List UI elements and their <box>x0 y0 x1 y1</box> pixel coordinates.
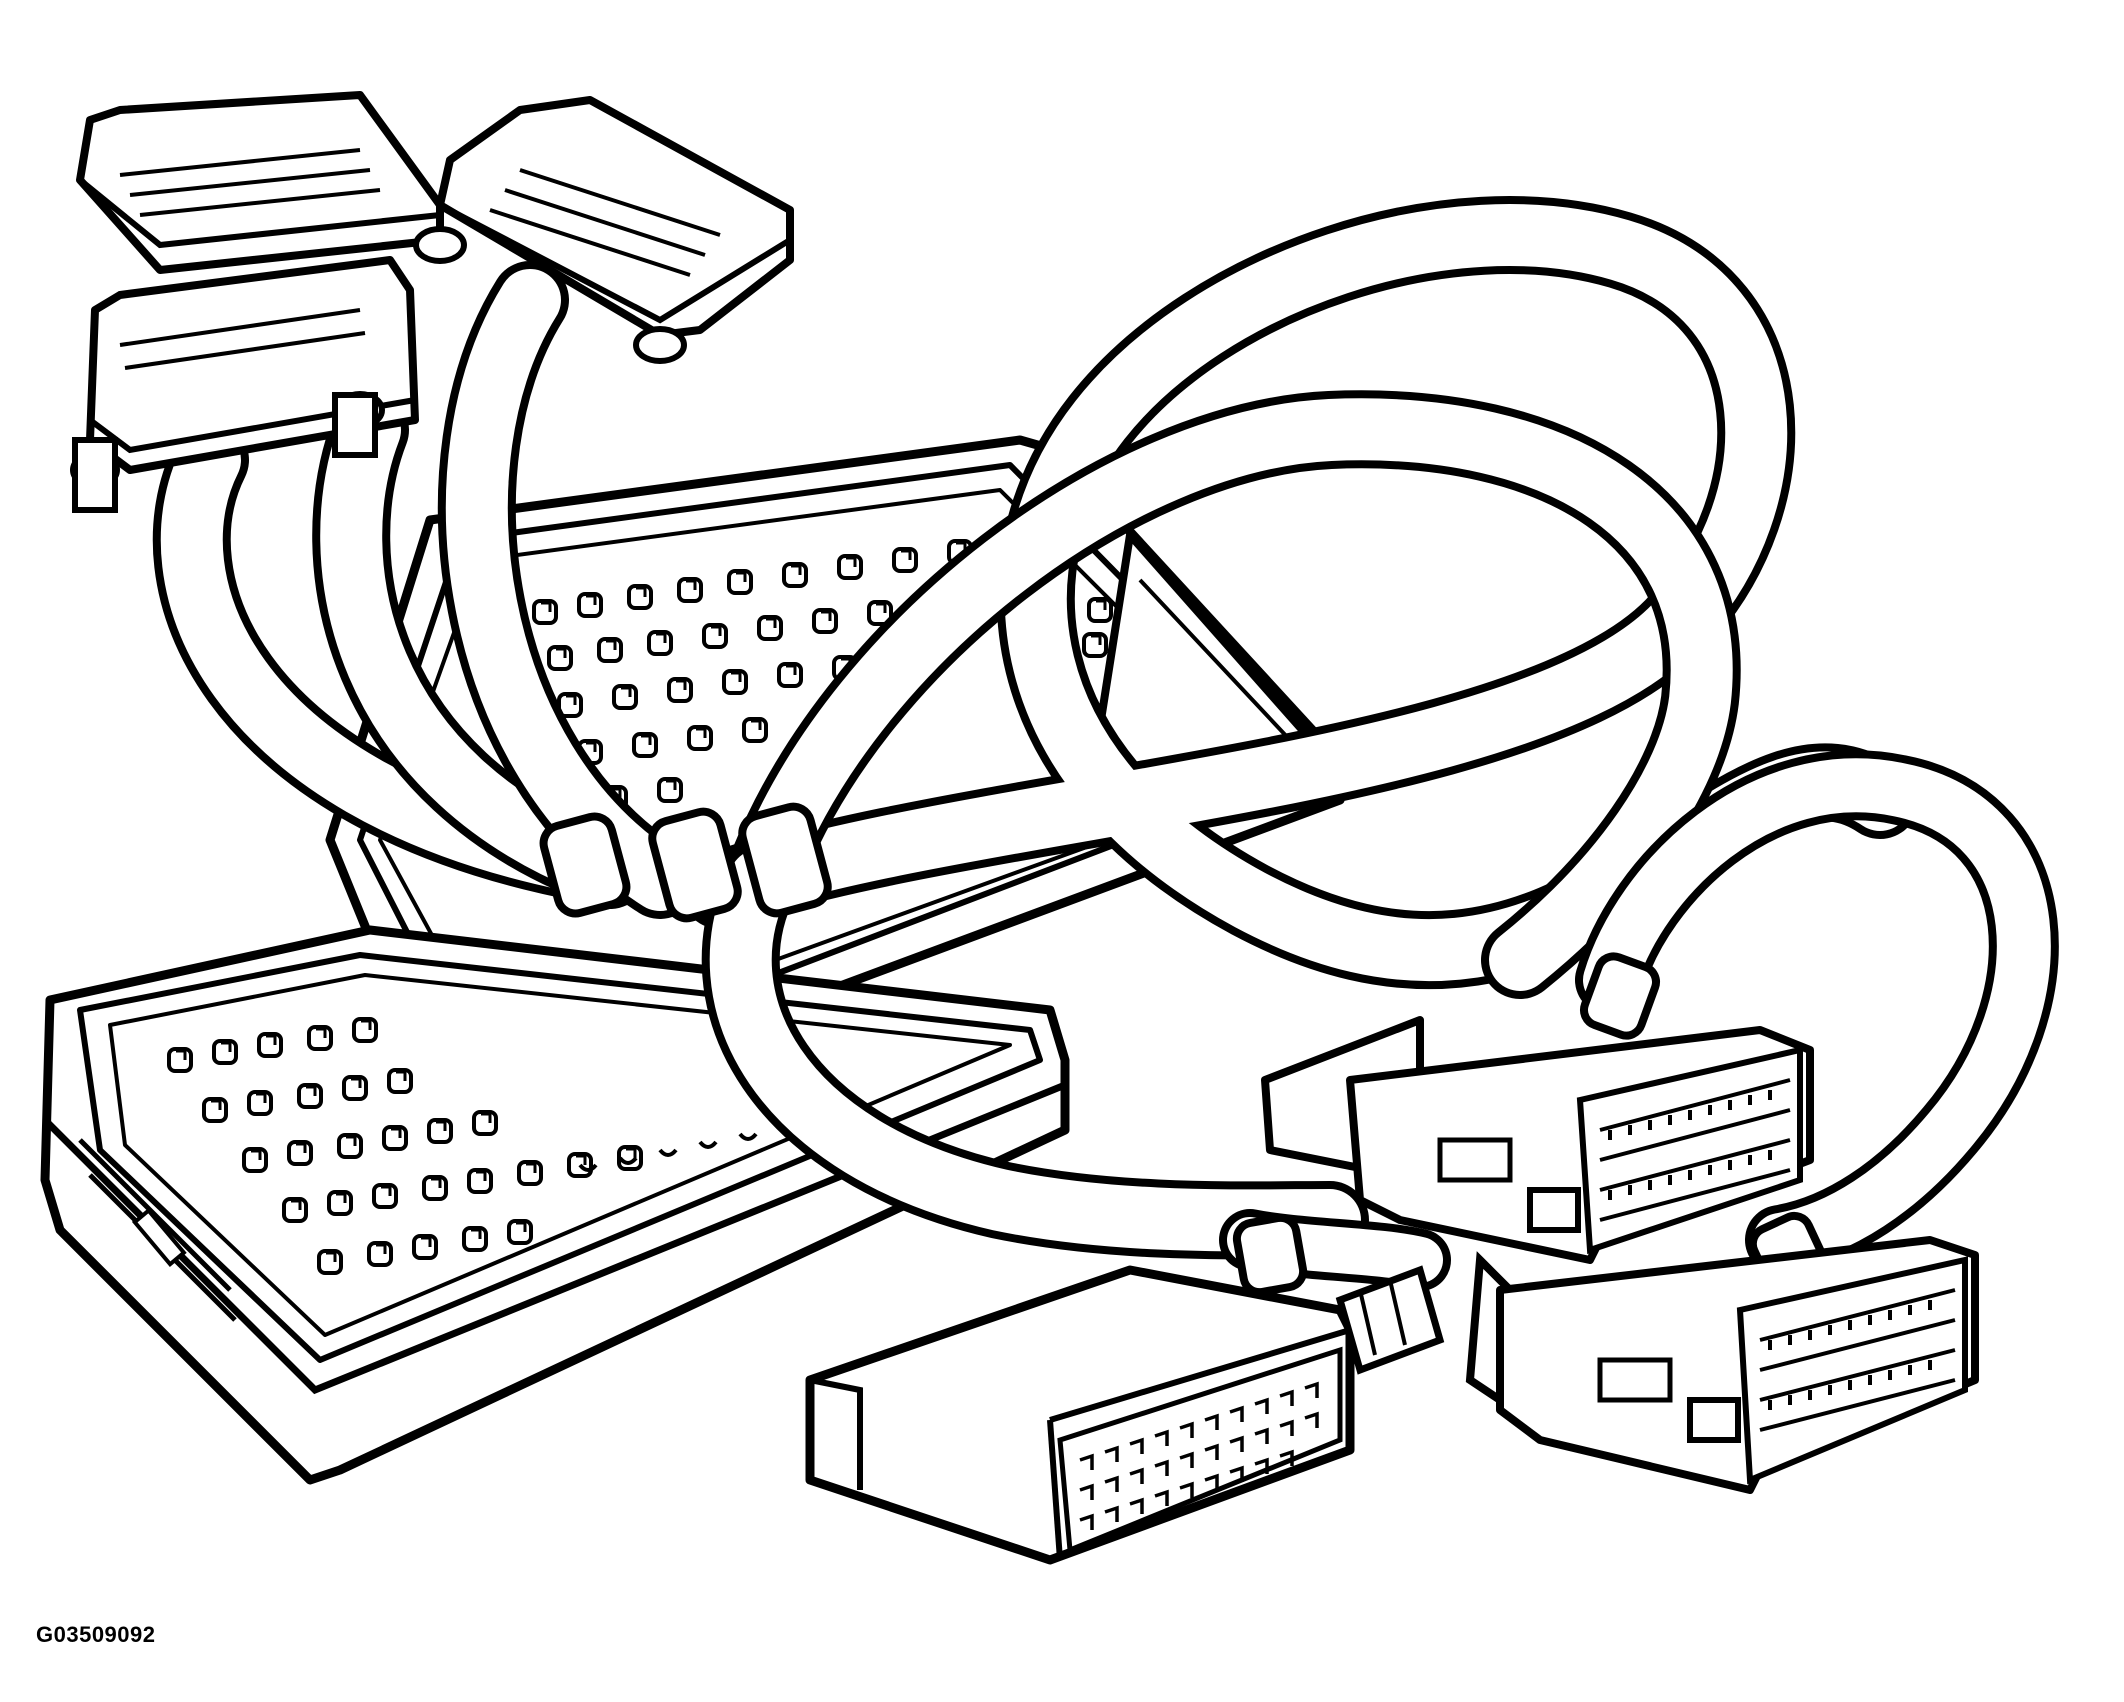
multipin-connector-front <box>805 1265 1445 1565</box>
multipin-connector-upper <box>1261 1016 1814 1264</box>
dsub-connector-top-right <box>413 96 794 364</box>
cable-ferrules <box>539 802 1832 1301</box>
dsub-connector-top-left <box>76 91 444 274</box>
wire-harness-cables <box>152 196 2059 1291</box>
multipin-connector-right <box>1465 1236 1979 1494</box>
figure-id-label: G03509092 <box>36 1622 156 1647</box>
dsub-connector-middle <box>70 256 419 513</box>
